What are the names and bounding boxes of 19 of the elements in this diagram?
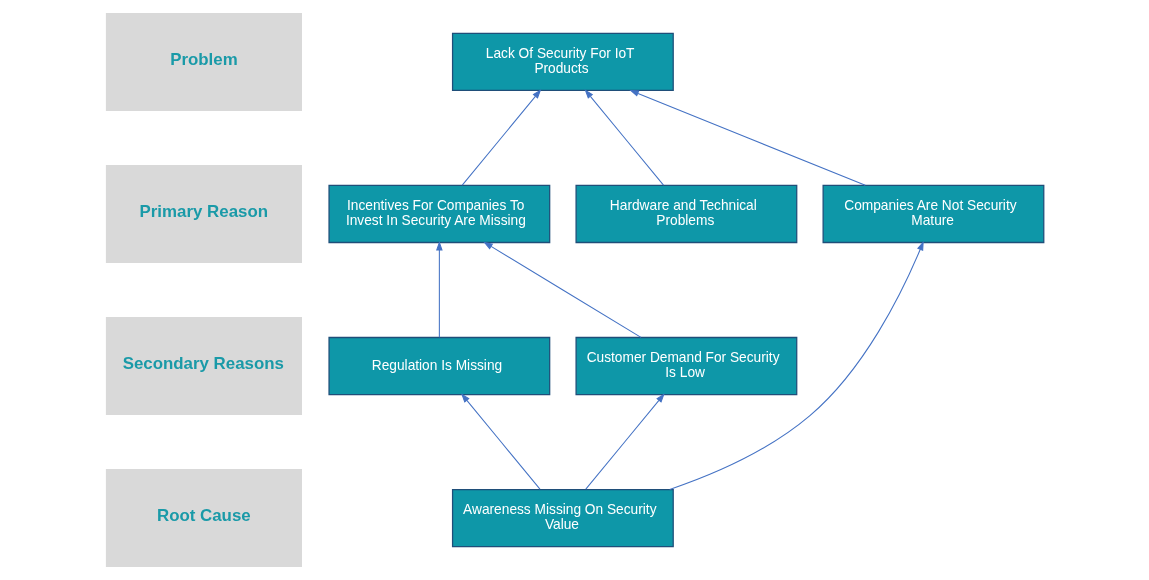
node-box: Hardware and Technical Problems [575,184,798,244]
node-box: Companies Are Not Security Mature [822,184,1045,244]
node-box: Problem [104,11,304,113]
node-box: Awareness Missing On Security Value [451,488,674,548]
node-box: Incentives For Companies To Invest In Security Are Missing [328,184,551,244]
arrow [584,89,664,186]
arrow [483,241,642,338]
node-box: Lack Of Security For IoT Products [451,32,674,92]
arrow [629,89,866,186]
arrow [461,393,541,490]
node-box: Customer Demand For Security Is Low [575,336,798,396]
arrow [461,89,542,186]
arrow [669,241,924,491]
arrow [436,240,443,338]
node-box: Primary Reason [104,163,304,265]
node-box: Root Cause [104,467,304,569]
node-box: Secondary Reasons [104,315,304,417]
node-box: Regulation Is Missing [328,336,551,396]
arrow [585,393,665,490]
